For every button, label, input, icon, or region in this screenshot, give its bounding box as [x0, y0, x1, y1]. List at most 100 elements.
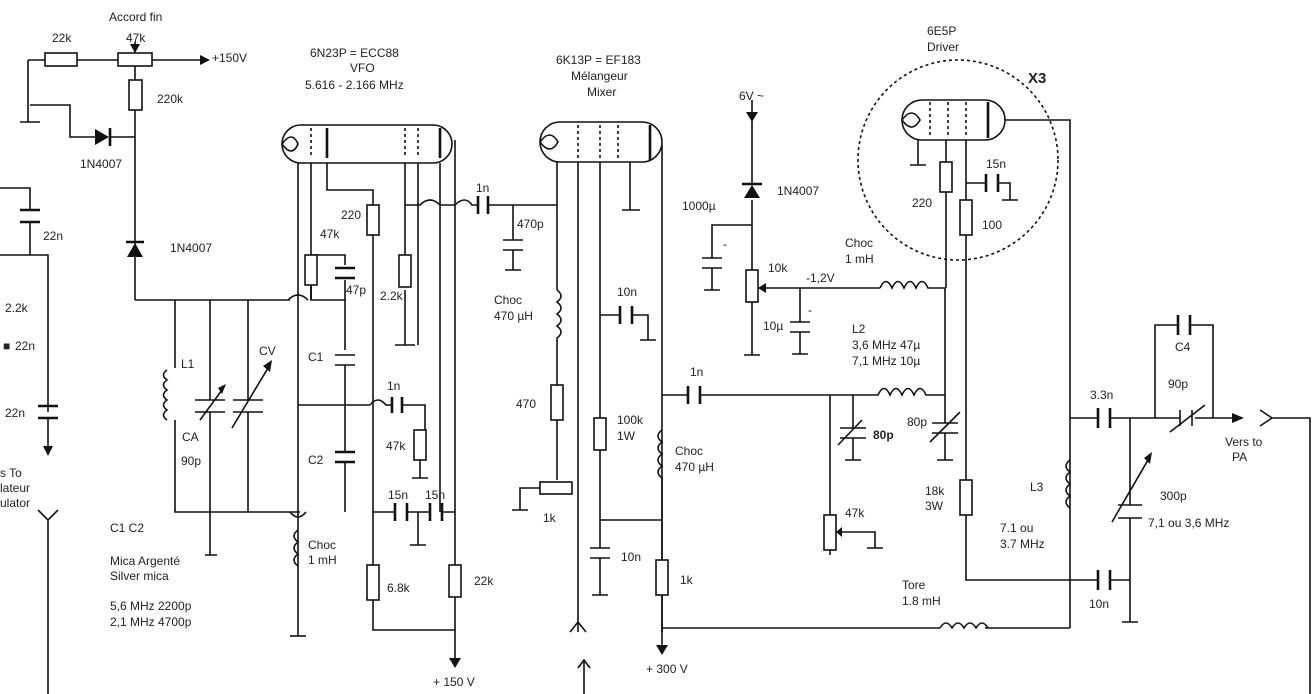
label-diode-3: 1N4007: [777, 184, 819, 198]
label-vfo: VFO: [350, 61, 375, 75]
text-labels: Accord fin 22k 47k +150V 220k 1N4007 1N4…: [0, 10, 1263, 689]
label-choc-1mh-right: Choc: [845, 236, 873, 250]
label-vfo-tube: 6N23P = ECC88: [310, 46, 399, 60]
label-pa: PA: [1232, 450, 1247, 464]
label-10n-c: 10n: [1089, 597, 1109, 611]
resistor-22k-top: [44, 52, 78, 67]
resistor-470: [550, 384, 564, 421]
driver-section: [857, 59, 1098, 628]
label-plus150-top: +150V: [212, 51, 247, 65]
label-1n-c: 1n: [690, 365, 703, 379]
vfo-section: [281, 124, 478, 668]
label-47k-feedback: 47k: [320, 227, 340, 241]
label-6k8: 6.8k: [387, 581, 411, 595]
label-90p: 90p: [1168, 377, 1188, 391]
label-220: 220: [341, 208, 361, 222]
label-15n-a: 15n: [388, 488, 408, 502]
label-choc-470-b-value: 470 µH: [675, 460, 714, 474]
label-mixer: Mixer: [587, 85, 616, 99]
label-left-ulator: ulator: [0, 496, 30, 510]
label-choc-470-a: Choc: [494, 293, 522, 307]
driver-circle: [857, 59, 1059, 261]
label-l1: L1: [181, 357, 195, 371]
label-2k2-left: 2.2k: [5, 301, 29, 315]
label-c2: C2: [308, 453, 324, 467]
label-22k-b: 22k: [474, 574, 494, 588]
vfo-tank: [162, 300, 300, 556]
label-tore: Tore: [902, 578, 926, 592]
label-10n-b: 10n: [621, 550, 641, 564]
label-x3: X3: [1028, 70, 1046, 87]
label-neg-bias: -1,2V: [806, 271, 835, 285]
label-mixer-tube: 6K13P = EF183: [556, 53, 641, 67]
resistor-6k8: [366, 564, 380, 601]
label-l2-71: 7,1 MHz 10µ: [852, 354, 920, 368]
label-ca: CA: [182, 430, 199, 444]
label-22n-a: 22n: [43, 229, 63, 243]
label-ca-value: 90p: [181, 454, 201, 468]
label-47k-b: 47k: [386, 439, 406, 453]
label-1k-b: 1k: [680, 573, 694, 587]
label-1n-b: 1n: [476, 181, 489, 195]
label-22n-b: 22n: [15, 339, 35, 353]
label-6v: 6V ~: [739, 89, 764, 103]
label-minus-a: -: [723, 237, 727, 251]
output-network: [1065, 315, 1311, 694]
label-choc-470-a-value: 470 µH: [494, 309, 533, 323]
label-80p-a: 80p: [873, 428, 894, 442]
label-10k: 10k: [768, 261, 788, 275]
label-2k2: 2.2k: [380, 289, 404, 303]
label-47p: 47p: [346, 283, 366, 297]
label-l3: L3: [1030, 480, 1044, 494]
pot-1k: [539, 481, 573, 495]
label-22k-top: 22k: [52, 31, 72, 45]
label-18k: 18k: [925, 484, 945, 498]
label-300p-freq: 7,1 ou 3,6 MHz: [1148, 516, 1229, 530]
label-left-lateur: lateur: [0, 481, 30, 495]
label-mica-fr: Mica Argenté: [110, 554, 180, 568]
label-15n-c: 15n: [986, 157, 1006, 171]
label-22n-c: 22n: [5, 406, 25, 420]
label-vers: Vers to: [1225, 435, 1263, 449]
label-10u: 10µ: [763, 319, 783, 333]
fine-tuning-section: ■: [0, 42, 290, 694]
label-cv: CV: [259, 344, 276, 358]
resistor-1k-b: [655, 559, 669, 596]
label-plus300: + 300 V: [646, 662, 688, 676]
label-c4: C4: [1175, 340, 1191, 354]
label-c1c2: C1 C2: [110, 521, 144, 535]
label-left-to: s To: [0, 466, 22, 480]
label-47k-c: 47k: [845, 506, 865, 520]
pot-47k: [823, 514, 837, 551]
label-melangeur: Mélangeur: [571, 69, 628, 83]
label-l3-71: 7.1 ou: [1000, 521, 1033, 535]
label-mica-56: 5,6 MHz 2200p: [110, 599, 192, 613]
label-choc-470-b: Choc: [675, 444, 703, 458]
label-c1: C1: [308, 350, 324, 364]
label-diode-1: 1N4007: [80, 157, 122, 171]
label-100k: 100k: [617, 413, 644, 427]
resistor-18k: [959, 479, 973, 516]
label-470p: 470p: [517, 217, 544, 231]
label-mica-en: Silver mica: [110, 569, 169, 583]
label-100k-watt: 1W: [617, 429, 636, 443]
label-vfo-range: 5.616 - 2.166 MHz: [305, 78, 404, 92]
resistor-220: [366, 204, 380, 236]
label-choc-1mh-left-value: 1 mH: [308, 553, 337, 567]
mixer-section: [476, 121, 1070, 694]
label-3n3: 3.3n: [1090, 388, 1113, 402]
resistor-22k-b: [448, 564, 462, 598]
label-tore-value: 1.8 mH: [902, 594, 941, 608]
label-1n-a: 1n: [387, 379, 400, 393]
label-l2-36: 3,6 MHz 47µ: [852, 338, 920, 352]
label-1000u: 1000µ: [682, 199, 716, 213]
label-15n-b: 15n: [425, 488, 445, 502]
label-220-b: 220: [912, 196, 932, 210]
pot-10k: [745, 269, 759, 303]
label-driver: Driver: [927, 40, 959, 54]
label-choc-1mh-right-value: 1 mH: [845, 252, 874, 266]
label-choc-1mh-left: Choc: [308, 538, 336, 552]
label-18k-watt: 3W: [925, 499, 944, 513]
label-100: 100: [982, 218, 1002, 232]
label-220k: 220k: [157, 92, 184, 106]
